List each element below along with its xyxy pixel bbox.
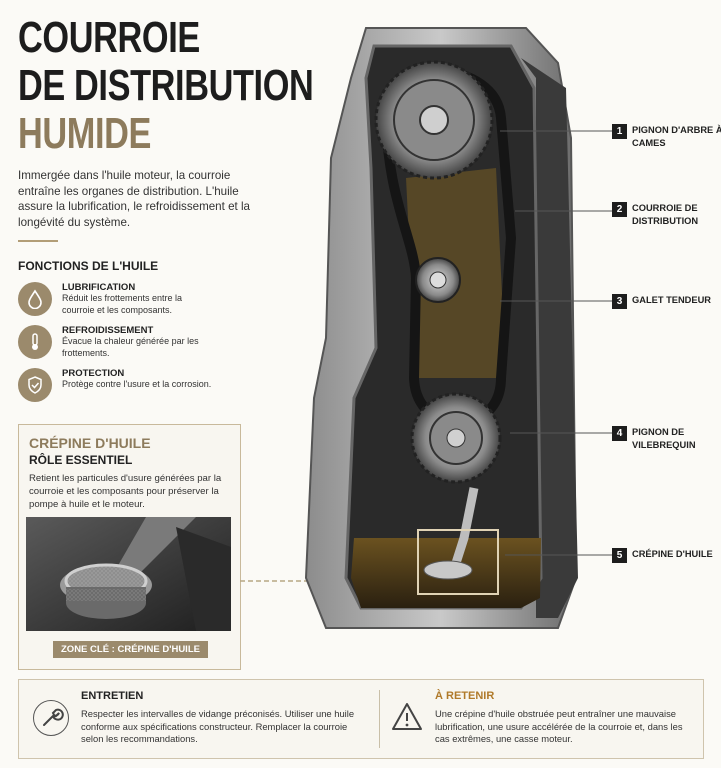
crepine-subtitle: RÔLE ESSENTIEL: [29, 453, 133, 467]
entretien-body: Respecter les intervalles de vidange pré…: [81, 708, 355, 744]
label-number: 3: [612, 294, 627, 309]
entretien-title: ENTRETIEN: [81, 690, 144, 702]
label-number: 2: [612, 202, 627, 217]
divider: [18, 240, 58, 242]
function-title: LUBRIFICATION: [62, 282, 136, 293]
divider: [379, 690, 380, 748]
crepine-body: Retient les particules d'usure générées …: [29, 473, 222, 510]
function-refroidissement: REFROIDISSEMENT Évacue la chaleur généré…: [18, 325, 218, 363]
title-line-3: HUMIDE: [18, 109, 152, 158]
function-lubrification: LUBRIFICATION Réduit les frottements ent…: [18, 282, 218, 320]
label-text: GALET TENDEUR: [632, 295, 712, 305]
function-title: PROTECTION: [62, 368, 125, 379]
retenir-body: Une crépine d'huile obstruée peut entraî…: [435, 708, 683, 744]
wrench-icon: [33, 700, 69, 736]
zone-badge: ZONE CLÉ : CRÉPINE D'HUILE: [53, 641, 208, 658]
warning-icon: [391, 702, 423, 737]
oil-drop-icon: [18, 282, 52, 316]
engine-cutaway-illustration: [296, 18, 596, 648]
label-number: 4: [612, 426, 627, 441]
label-number: 5: [612, 548, 627, 563]
info-bar: ENTRETIEN Respecter les intervalles de v…: [18, 679, 704, 759]
functions-title: FONCTIONS DE L'HUILE: [18, 259, 159, 273]
label-text: PIGNON DE VILEBREQUIN: [632, 427, 696, 450]
function-protection: PROTECTION Protège contre l'usure et la …: [18, 368, 218, 406]
crepine-panel: CRÉPINE D'HUILE RÔLE ESSENTIEL Retient l…: [18, 424, 241, 670]
page-title: COURROIE DE DISTRIBUTION HUMIDE: [18, 13, 314, 158]
label-text: PIGNON D'ARBRE À CAMES: [632, 125, 721, 148]
function-title: REFROIDISSEMENT: [62, 325, 154, 336]
label-text: COURROIE DE DISTRIBUTION: [632, 203, 699, 226]
label-number: 1: [612, 124, 627, 139]
title-line-2: DE DISTRIBUTION: [18, 61, 314, 110]
leader-lines: [500, 130, 612, 556]
retenir-title: À RETENIR: [435, 690, 495, 702]
function-desc: Protège contre l'usure et la corrosion.: [62, 379, 212, 389]
function-desc: Évacue la chaleur générée par les frotte…: [62, 336, 199, 358]
crepine-closeup-image: [26, 517, 231, 631]
intro-text: Immergée dans l'huile moteur, la courroi…: [18, 169, 250, 229]
crepine-title: CRÉPINE D'HUILE: [29, 435, 151, 451]
thermometer-icon: [18, 325, 52, 359]
shield-icon: [18, 368, 52, 402]
title-line-1: COURROIE: [18, 13, 200, 62]
function-desc: Réduit les frottements entre la courroie…: [62, 293, 183, 315]
label-text: CRÉPINE D'HUILE: [632, 549, 713, 559]
